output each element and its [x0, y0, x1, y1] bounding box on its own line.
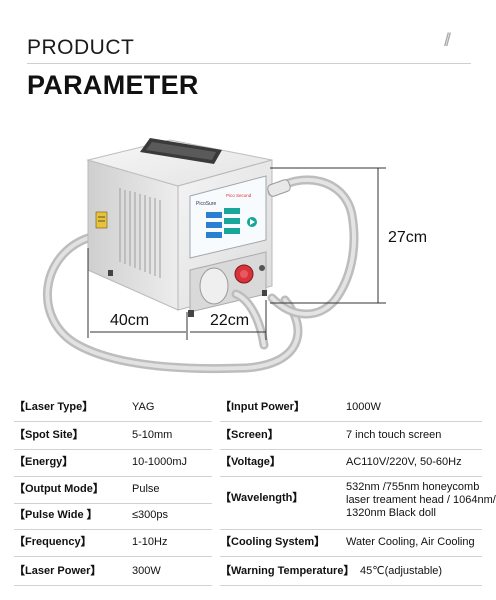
param-label-screen: 【Screen】	[220, 429, 279, 441]
param-label-input-power: 【Input Power】	[220, 401, 305, 413]
handpiece	[267, 179, 291, 197]
param-value-pulse-wide: ≤300ps	[132, 509, 169, 521]
param-value-wavelength: 532nm /755nm honeycomb laser treament he…	[346, 481, 496, 519]
row-divider	[14, 585, 212, 586]
param-label-wavelength: 【Wavelength】	[220, 492, 304, 504]
param-label-laser-power: 【Laser Power】	[14, 565, 102, 577]
param-label-spot-site: 【Spot Site】	[14, 429, 84, 441]
key-switch	[259, 265, 265, 271]
row-divider	[220, 585, 482, 586]
header-title-product: PRODUCT	[27, 36, 135, 59]
dimension-height-label: 27cm	[388, 229, 428, 246]
decorative-slash-mark: //	[444, 30, 451, 50]
param-value-output-mode: Pulse	[132, 483, 160, 495]
header-divider	[27, 63, 471, 64]
side-vent	[119, 188, 161, 278]
param-label-energy: 【Energy】	[14, 456, 74, 468]
row-divider	[14, 529, 212, 530]
param-label-cooling-system: 【Cooling System】	[220, 536, 326, 548]
param-value-laser-power: 300W	[132, 565, 161, 577]
param-label-pulse-wide: 【Pulse Wide 】	[14, 509, 98, 521]
param-label-voltage: 【Voltage】	[220, 456, 281, 468]
row-divider	[220, 449, 482, 450]
dimension-depth-label: 40cm	[110, 312, 150, 329]
param-value-laser-type: YAG	[132, 401, 155, 413]
param-value-frequency: 1-10Hz	[132, 536, 168, 548]
row-divider	[220, 556, 482, 557]
param-value-cooling-system: Water Cooling, Air Cooling	[346, 536, 475, 548]
row-divider	[14, 449, 212, 450]
header-title-parameter: PARAMETER	[27, 70, 199, 100]
row-divider	[14, 476, 212, 477]
param-label-laser-type: 【Laser Type】	[14, 401, 94, 413]
param-value-warning-temperature: 45℃(adjustable)	[360, 565, 443, 577]
param-value-spot-site: 5-10mm	[132, 429, 173, 441]
row-divider	[14, 556, 212, 557]
row-divider	[14, 503, 212, 504]
param-value-screen: 7 inch touch screen	[346, 429, 442, 441]
handpiece-holder	[199, 267, 229, 305]
param-value-energy: 10-1000mJ	[132, 456, 188, 468]
param-value-input-power: 1000W	[346, 401, 381, 413]
dimension-lines	[87, 167, 386, 340]
warning-label	[95, 211, 108, 229]
param-label-frequency: 【Frequency】	[14, 536, 92, 548]
screen-model-text: Pico Second	[226, 193, 252, 198]
row-divider	[14, 421, 212, 422]
row-divider	[220, 476, 482, 477]
row-divider	[220, 421, 482, 422]
param-value-voltage: AC110V/220V, 50-60Hz	[346, 456, 462, 468]
param-label-output-mode: 【Output Mode】	[14, 483, 104, 495]
param-label-warning-temperature: 【Warning Temperature】	[220, 565, 355, 577]
row-divider	[220, 529, 482, 530]
screen-brand-text: PicoSure	[196, 201, 217, 207]
dimension-width-label: 22cm	[210, 312, 250, 329]
laser-machine-illustration: PicoSure Pico Second	[42, 138, 386, 374]
